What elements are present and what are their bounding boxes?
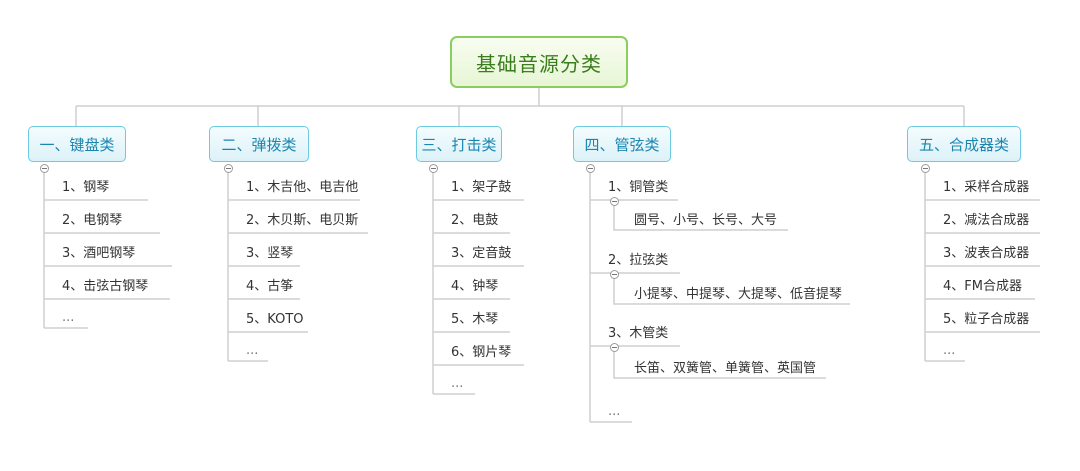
list-item: 3、波表合成器 bbox=[943, 246, 1030, 261]
list-item: 5、木琴 bbox=[451, 312, 499, 327]
category-synthesizer[interactable]: 五、合成器类 bbox=[907, 126, 1021, 162]
list-item: ... bbox=[608, 404, 621, 419]
group-label-brass: 1、铜管类 bbox=[608, 180, 669, 195]
tree-cat-3 bbox=[432, 168, 524, 395]
tree-cat-2 bbox=[227, 168, 368, 362]
category-plucked[interactable]: 二、弹拨类 bbox=[209, 126, 309, 162]
list-item: ... bbox=[943, 343, 956, 358]
group-detail-brass: 圆号、小号、长号、大号 bbox=[634, 213, 778, 228]
list-item: 2、电鼓 bbox=[451, 213, 499, 228]
list-item: 5、粒子合成器 bbox=[943, 312, 1030, 327]
collapse-icon[interactable] bbox=[586, 164, 595, 173]
list-item: 4、钟琴 bbox=[451, 279, 499, 294]
category-keyboard[interactable]: 一、键盘类 bbox=[28, 126, 126, 162]
tree-cat-4-sub-3 bbox=[613, 351, 826, 379]
list-item: 3、酒吧钢琴 bbox=[62, 246, 136, 261]
tree-cat-4 bbox=[589, 168, 680, 423]
list-item: 2、减法合成器 bbox=[943, 213, 1030, 228]
tree-cat-4-sub-1 bbox=[613, 205, 788, 231]
collapse-icon[interactable] bbox=[921, 164, 930, 173]
tree-cat-5 bbox=[924, 168, 1040, 362]
list-item: 4、击弦古钢琴 bbox=[62, 279, 149, 294]
category-percussion[interactable]: 三、打击类 bbox=[416, 126, 502, 162]
list-item: 2、木贝斯、电贝斯 bbox=[246, 213, 359, 228]
tree-cat-1 bbox=[43, 168, 172, 329]
list-item: 3、定音鼓 bbox=[451, 246, 512, 261]
collapse-icon[interactable] bbox=[610, 343, 619, 352]
list-item: 1、采样合成器 bbox=[943, 180, 1030, 195]
list-item: 3、竖琴 bbox=[246, 246, 294, 261]
list-item: 2、电钢琴 bbox=[62, 213, 123, 228]
list-item: 4、古筝 bbox=[246, 279, 294, 294]
list-item: 5、KOTO bbox=[246, 312, 304, 327]
list-item: 1、钢琴 bbox=[62, 180, 110, 195]
collapse-icon[interactable] bbox=[224, 164, 233, 173]
category-orchestral[interactable]: 四、管弦类 bbox=[573, 126, 671, 162]
list-item: ... bbox=[246, 343, 259, 358]
collapse-icon[interactable] bbox=[610, 197, 619, 206]
group-label-woodwind: 3、木管类 bbox=[608, 326, 669, 341]
list-item: ... bbox=[451, 376, 464, 391]
collapse-icon[interactable] bbox=[40, 164, 49, 173]
list-item: 6、钢片琴 bbox=[451, 345, 512, 360]
list-item: 1、架子鼓 bbox=[451, 180, 512, 195]
collapse-icon[interactable] bbox=[610, 270, 619, 279]
list-item: 1、木吉他、电吉他 bbox=[246, 180, 359, 195]
group-label-strings: 2、拉弦类 bbox=[608, 253, 669, 268]
group-detail-strings: 小提琴、中提琴、大提琴、低音提琴 bbox=[634, 287, 843, 302]
tree-cat-4-sub-2 bbox=[613, 278, 850, 305]
collapse-icon[interactable] bbox=[429, 164, 438, 173]
group-detail-woodwind: 长笛、双簧管、单簧管、英国管 bbox=[634, 361, 817, 376]
list-item: 4、FM合成器 bbox=[943, 279, 1022, 294]
root-node[interactable]: 基础音源分类 bbox=[450, 36, 628, 88]
list-item: ... bbox=[62, 310, 75, 325]
